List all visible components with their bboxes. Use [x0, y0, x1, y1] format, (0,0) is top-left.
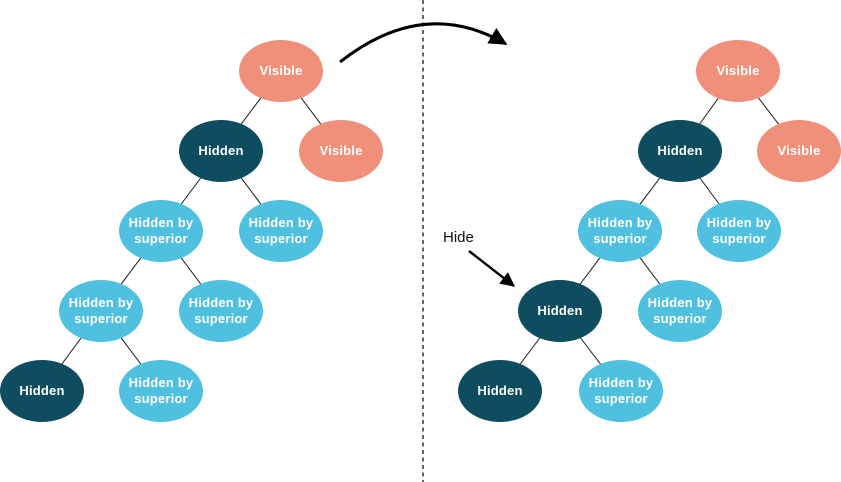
left-node-hidden-by-superior: Hidden by superior [179, 280, 263, 342]
hide-arrow-icon [468, 250, 515, 287]
left-node-hidden-by-superior: Hidden by superior [239, 200, 323, 262]
right-node-hidden-by-superior: Hidden by superior [697, 200, 781, 262]
hide-annotation-label: Hide [443, 229, 474, 246]
right-node-hidden-by-superior: Hidden by superior [579, 360, 663, 422]
left-node-root-visible: Visible [239, 40, 323, 102]
right-node-hidden: Hidden [458, 360, 542, 422]
left-node-visible: Visible [299, 120, 383, 182]
left-node-hidden-by-superior: Hidden by superior [59, 280, 143, 342]
right-node-hidden: Hidden [638, 120, 722, 182]
left-node-hidden: Hidden [179, 120, 263, 182]
left-node-hidden: Hidden [0, 360, 84, 422]
right-node-newly-hidden: Hidden [518, 280, 602, 342]
right-node-root-visible: Visible [696, 40, 780, 102]
left-node-hidden-by-superior: Hidden by superior [119, 360, 203, 422]
right-node-hidden-by-superior: Hidden by superior [638, 280, 722, 342]
right-node-visible: Visible [757, 120, 841, 182]
right-node-hidden-by-superior: Hidden by superior [578, 200, 662, 262]
curved-transition-arrow-icon [339, 22, 508, 64]
left-node-hidden-by-superior: Hidden by superior [119, 200, 203, 262]
